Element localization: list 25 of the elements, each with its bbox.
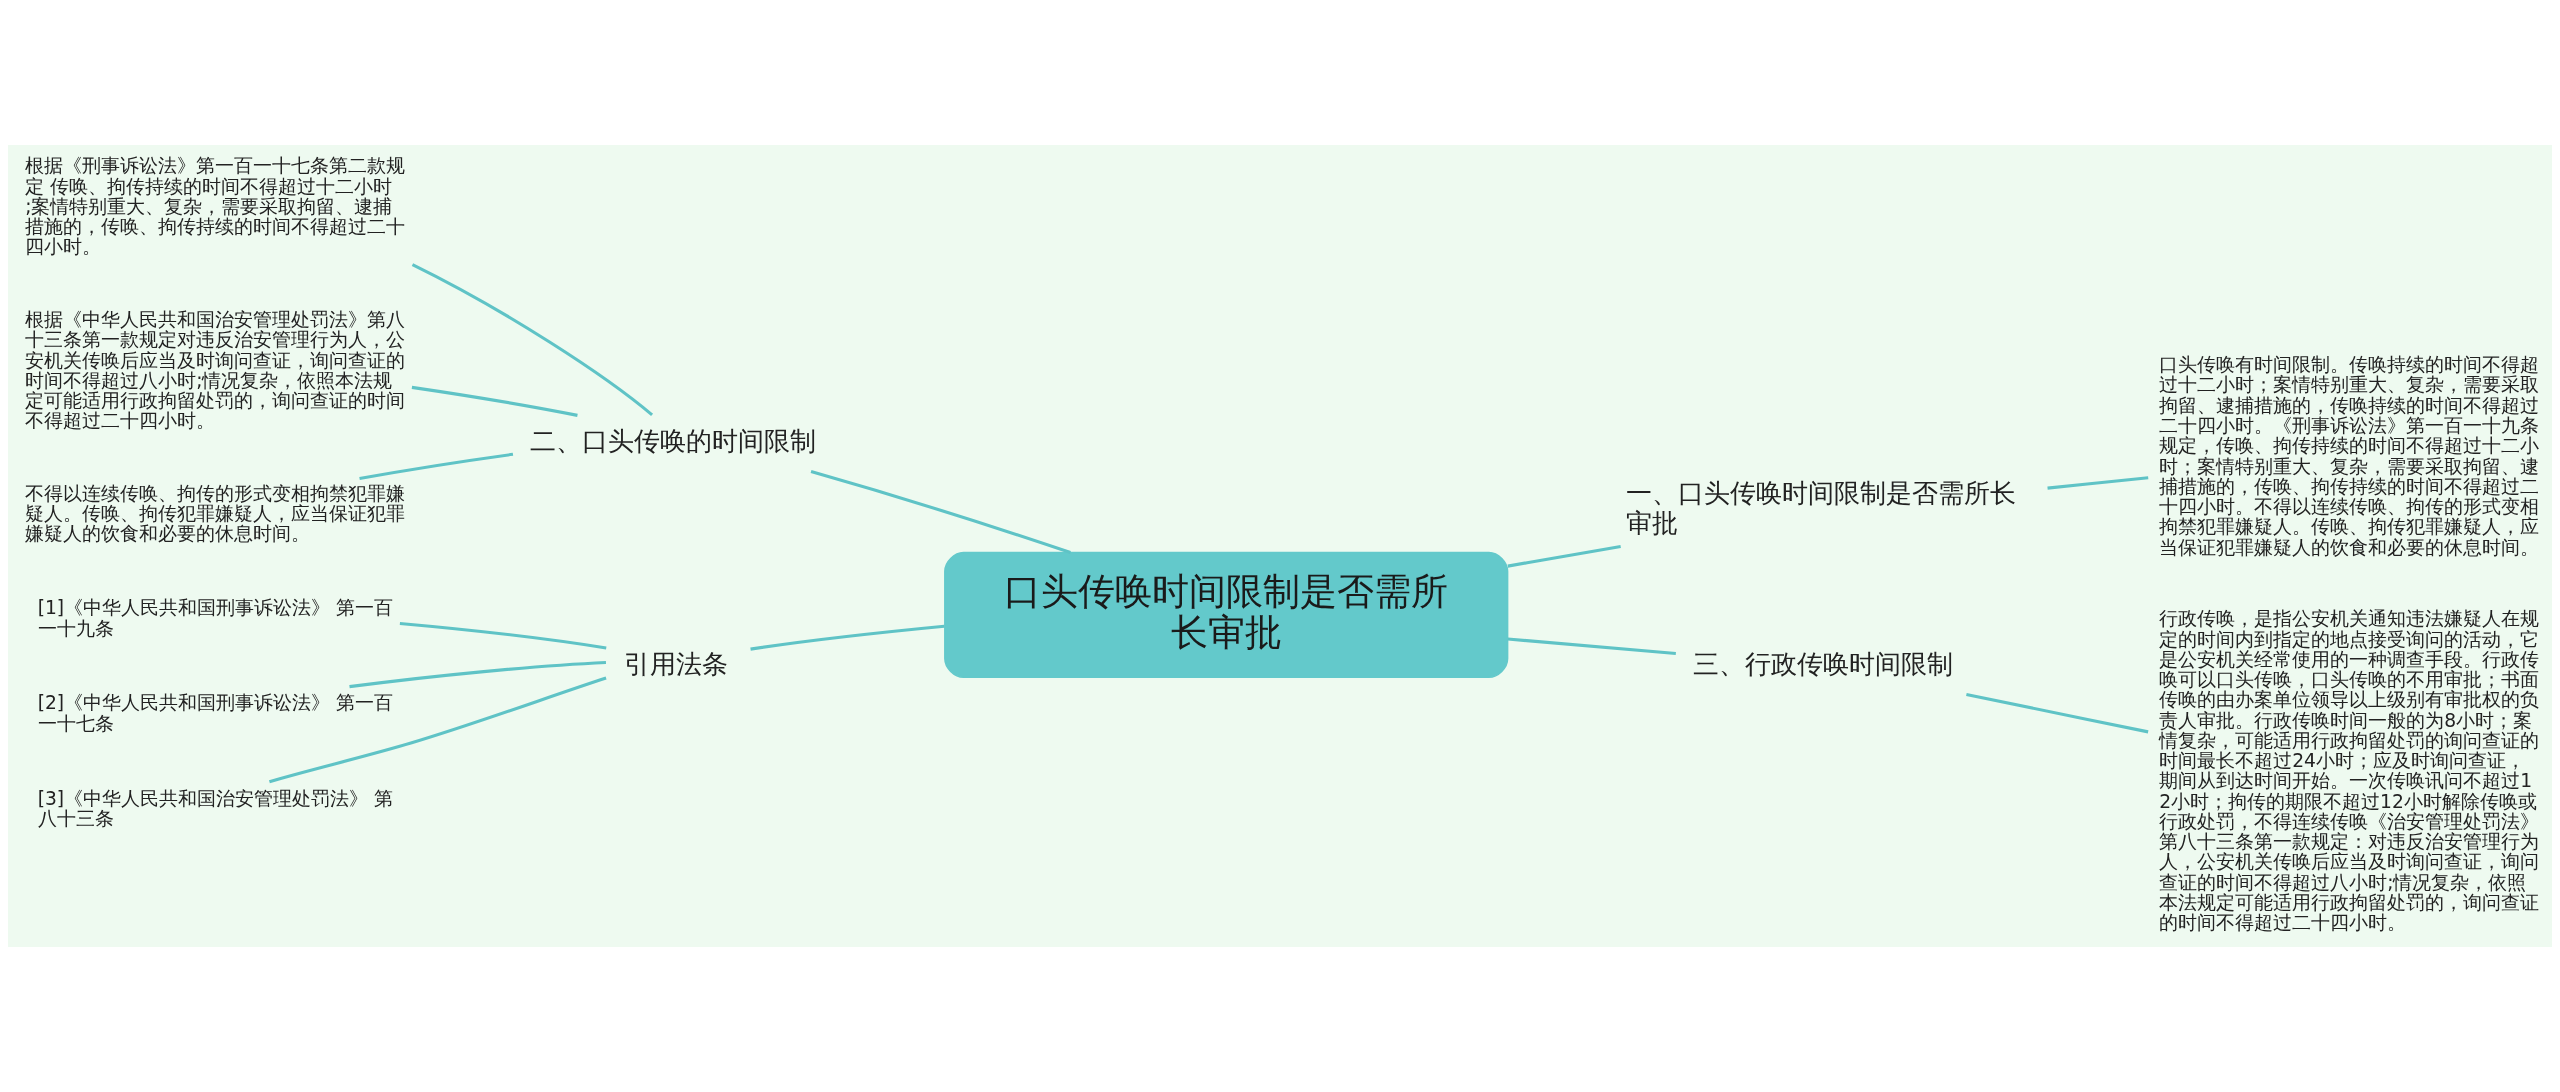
connector bbox=[2047, 476, 2149, 490]
connector bbox=[1507, 637, 1676, 656]
node-text: 二、口头传唤的时间限制 bbox=[530, 424, 817, 456]
node-text: 根据《刑事诉讼法》第一百一十七条第二款规定 传唤、拘传持续的时间不得超过十二小时;案情特别重大、复杂，需要采取拘留、逮捕措施的，传唤、拘传持续的时间不得超过二十四小时。 bbox=[25, 155, 406, 258]
connector bbox=[268, 676, 607, 784]
connector bbox=[359, 452, 514, 481]
connector bbox=[399, 621, 607, 650]
node-text: 根据《中华人民共和国治安管理处罚法》第八十三条第一款规定对违反治安管理行为人，公安机关传唤后应当及时询问查证，询问查证的时间不得超过八小时;情况复杂，依照本法规定可能适用行政拘留处罚的，询问查证的时间不得超过二十四小时。 bbox=[25, 308, 406, 432]
node-text: 引用法条 bbox=[623, 647, 728, 679]
node-text: 一、口头传唤时间限制是否需所长审批 bbox=[1626, 477, 2017, 538]
connector bbox=[411, 263, 654, 417]
node-text: [1]《中华人民共和国刑事诉讼法》 第一百一十九条 bbox=[37, 597, 394, 639]
connector bbox=[1966, 693, 2149, 734]
node-text: [3]《中华人民共和国治安管理处罚法》 第八十三条 bbox=[37, 787, 394, 829]
node-text: [2]《中华人民共和国刑事诉讼法》 第一百一十七条 bbox=[37, 692, 394, 734]
node-text: 不得以连续传唤、拘传的形式变相拘禁犯罪嫌疑人。传唤、拘传犯罪嫌疑人，应当保证犯罪嫌疑人的饮食和必要的休息时间。 bbox=[25, 482, 406, 545]
node-text: 行政传唤，是指公安机关通知违法嫌疑人在规定的时间内到指定的地点接受询问的活动，它是公安机关经常使用的一种调查手段。行政传唤可以口头传唤，口头传唤的不用审批；书面传唤的由办案单位领导以上级别有审批权的负责人审批。行政传唤时间一般的为8小时；案情复杂，可能适用行政拘留处罚的询问查证的时间最长不超过24小时；应及时询问查证，期间从到达时间开始。一次传唤讯问不超过12小时；拘传的期限不超过12小时解除传唤或行政处罚，不得连续传唤《治安管理处罚法》第八十三条第一款规定：对违反治安管理行为人，公安机关传唤后应当及时询问查证，询问查证的时间不得超过八小时;情况复杂，依照本法规定可能适用行政拘留处罚的，询问查证的时间不得超过二十四小时。 bbox=[2159, 608, 2540, 934]
connector bbox=[411, 385, 578, 417]
connector bbox=[750, 624, 945, 651]
node-text: 三、行政传唤时间限制 bbox=[1693, 647, 1954, 679]
node-box: 口头传唤时间限制是否需所长审批 bbox=[944, 551, 1509, 679]
connector bbox=[1507, 544, 1621, 568]
connector bbox=[349, 660, 607, 689]
connector bbox=[810, 470, 1071, 555]
node-text: 口头传唤有时间限制。传唤持续的时间不得超过十二小时；案情特别重大、复杂，需要采取拘留、逮捕措施的，传唤持续的时间不得超过二十四小时。《刑事诉讼法》第一百一十九条规定，传唤、拘传持续的时间不得超过十二小时；案情特别重大、复杂，需要采取拘留、逮捕措施的，传唤、拘传持续的时间不得超过二十四小时。不得以连续传唤、拘传的形式变相拘禁犯罪嫌疑人。传唤、拘传犯罪嫌疑人，应当保证犯罪嫌疑人的饮食和必要的休息时间。 bbox=[2159, 354, 2540, 558]
